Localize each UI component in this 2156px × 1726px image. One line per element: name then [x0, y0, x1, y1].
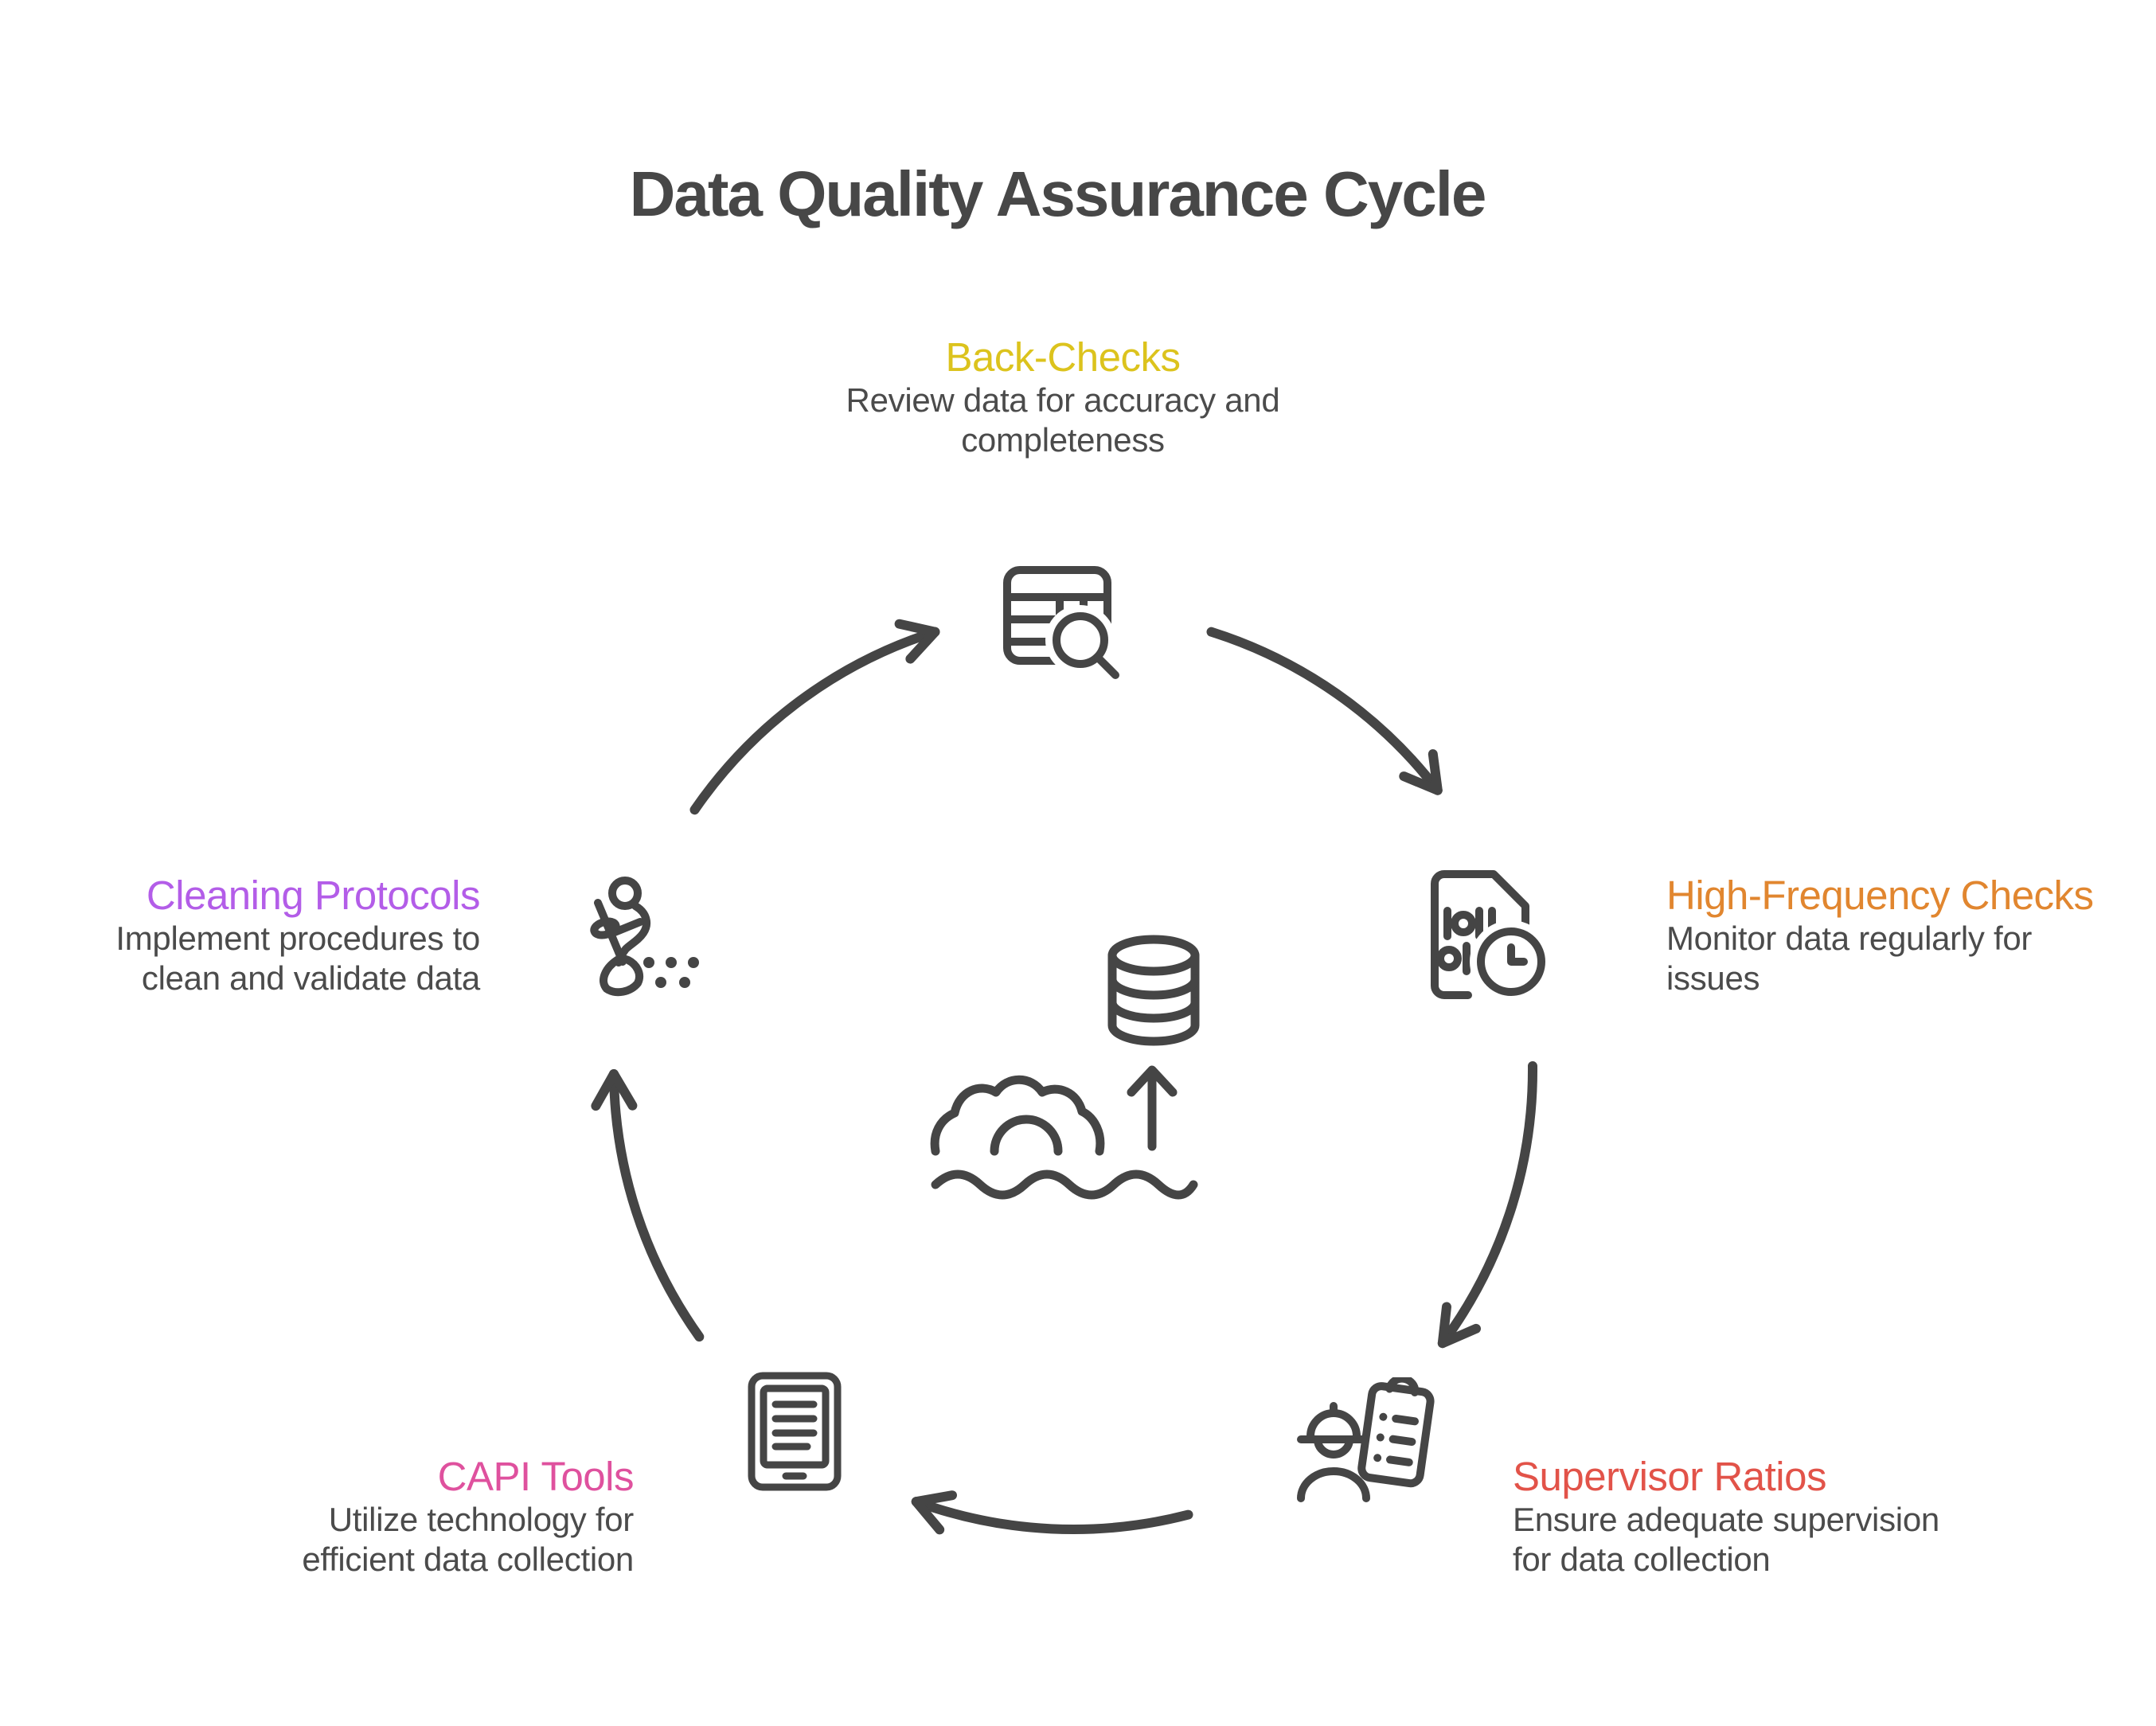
node-capi-tools: CAPI Tools Utilize technology for effici… — [124, 1454, 634, 1580]
sweeping-person-icon — [590, 877, 699, 997]
data-processing-icon — [930, 935, 1200, 1200]
node-back-checks-description: Review data for accuracy and completenes… — [846, 381, 1280, 459]
node-supervisor-ratios-description: Ensure adequate supervision for data col… — [1513, 1501, 1939, 1578]
table-search-icon — [1003, 566, 1119, 679]
node-supervisor-ratios-title: Supervisor Ratios — [1513, 1454, 1827, 1499]
node-cleaning-protocols: Cleaning Protocols Implement procedures … — [2, 873, 480, 998]
node-capi-tools-description: Utilize technology for efficient data co… — [302, 1501, 634, 1578]
node-high-frequency-checks: High-Frequency Checks Monitor data regul… — [1666, 873, 2144, 998]
node-cleaning-protocols-title: Cleaning Protocols — [146, 873, 481, 918]
node-back-checks: Back-Checks Review data for accuracy and… — [744, 334, 1381, 460]
node-capi-tools-title: CAPI Tools — [437, 1454, 635, 1499]
tablet-icon — [748, 1372, 842, 1491]
node-high-frequency-checks-title: High-Frequency Checks — [1666, 873, 2094, 918]
page-title: Data Quality Assurance Cycle — [629, 158, 1487, 229]
supervisor-clipboard-icon — [1297, 1377, 1435, 1502]
node-high-frequency-checks-description: Monitor data regularly for issues — [1666, 920, 2033, 997]
node-supervisor-ratios: Supervisor Ratios Ensure adequate superv… — [1513, 1454, 2022, 1580]
node-back-checks-title: Back-Checks — [945, 334, 1181, 380]
binary-document-clock-icon — [1431, 870, 1553, 1003]
node-cleaning-protocols-description: Implement procedures to clean and valida… — [115, 920, 480, 997]
